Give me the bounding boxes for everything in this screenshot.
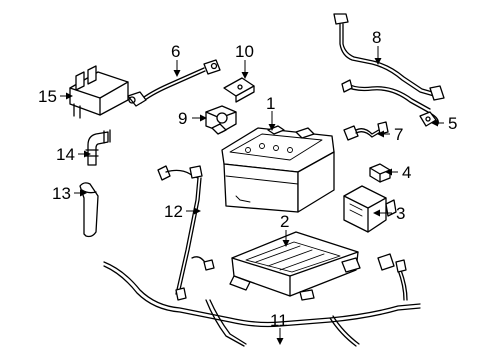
callout-6: 6: [171, 42, 180, 61]
relay-module-part: [69, 65, 129, 119]
callout-15: 15: [38, 87, 57, 106]
callout-10: 10: [235, 42, 254, 61]
leader-lines: [60, 46, 444, 345]
callout-14: 14: [56, 145, 75, 164]
callout-labels: 1 2 3 4 5 6 7 8 9 10 11 12 13 14 15: [38, 28, 457, 330]
battery-tray-part: [229, 231, 361, 301]
callout-2: 2: [280, 212, 289, 231]
callout-4: 4: [402, 163, 411, 182]
junction-box-part: [343, 185, 397, 233]
battery-cable-short-part: [127, 59, 221, 107]
callout-8: 8: [372, 28, 381, 47]
bracket-cover-part: [223, 77, 255, 103]
hose-elbow-part: [85, 129, 111, 166]
callout-12: 12: [164, 202, 183, 221]
main-wiring-harness-part: [103, 253, 421, 347]
callout-3: 3: [396, 204, 405, 223]
ground-cable-part: [157, 165, 215, 301]
terminal-clamp-part: [205, 105, 237, 135]
callout-9: 9: [178, 109, 187, 128]
callout-13: 13: [52, 184, 71, 203]
cable-harness-upper-part: [333, 13, 445, 125]
battery-part: [221, 125, 335, 213]
callout-7: 7: [394, 125, 403, 144]
bolt-plug-part: [369, 163, 391, 183]
cable-clip-part: [419, 111, 437, 127]
callout-11: 11: [270, 311, 288, 330]
callout-5: 5: [448, 114, 457, 133]
hose-part: [79, 182, 99, 238]
callout-1: 1: [266, 94, 275, 113]
small-cable-part: [343, 121, 389, 141]
